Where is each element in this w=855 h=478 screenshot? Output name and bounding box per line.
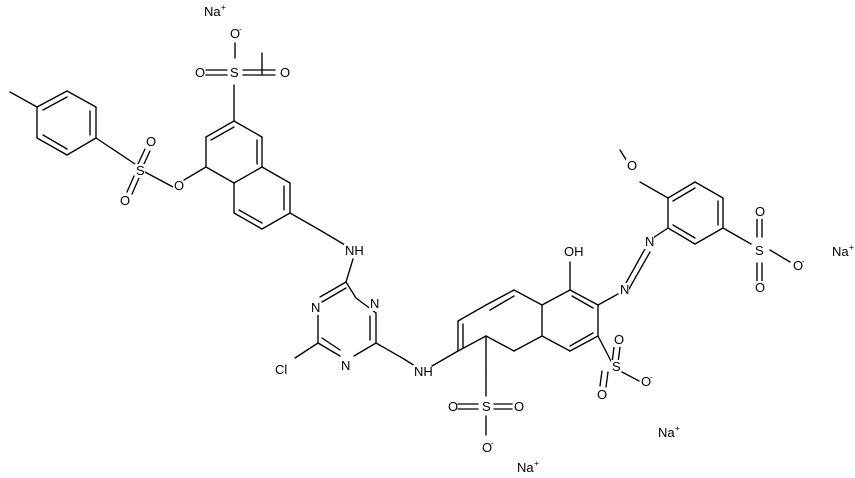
sulfonate-oxygen-6: O [641, 374, 651, 389]
sulfonate-oxygen-11-mask [754, 281, 764, 295]
sodium-ion-4-mask [516, 461, 534, 475]
bonds [9, 42, 791, 436]
tosyl-oxygen-1-mask [145, 135, 155, 149]
sulfonate-oxygen-3: O [280, 65, 290, 80]
sulfonate-oxygen-4-mask [613, 333, 623, 347]
ester-oxygen-mask [173, 179, 183, 193]
sulfonate-sulfur-1-mask [229, 66, 239, 80]
sodium-ion-1: Na [204, 4, 221, 19]
triazine-nitrogen-2-mask [369, 297, 379, 311]
sulfonate-oxygen-12-charge: - [802, 256, 805, 266]
sodium-ion-2: Na [832, 244, 849, 259]
sodium-ion-3: Na [658, 425, 675, 440]
sulfonate-oxygen-2-mask [194, 66, 204, 80]
sulfonate-oxygen-6-charge: - [650, 372, 653, 382]
methoxy-oxygen-mask [626, 159, 636, 173]
sulfonate-oxygen-12-mask [792, 259, 802, 273]
sodium-ion-2-charge: + [849, 242, 854, 252]
sodium-ion-3-charge: + [675, 423, 680, 433]
sulfonate-sulfur-2: S [612, 359, 621, 374]
sulfonate-oxygen-7: O [448, 399, 458, 414]
azo-nitrogen-1: N [620, 282, 629, 297]
azo-nitrogen-1-mask [619, 283, 629, 297]
tosyl-sulfur-mask [135, 164, 145, 178]
chlorine-mask [274, 363, 292, 377]
sulfonate-oxygen-8-mask [513, 400, 523, 414]
triazine-nitrogen-2: N [370, 296, 379, 311]
sulfonate-sulfur-2-mask [611, 360, 621, 374]
hydroxyl: OH [564, 244, 584, 259]
sulfonate-oxygen-12: O [793, 258, 803, 273]
sulfonate-oxygen-5-mask [596, 388, 606, 402]
azo-nitrogen-2-mask [644, 235, 654, 249]
triazine-nitrogen-1-mask [310, 301, 320, 315]
sulfonate-oxygen-4: O [614, 332, 624, 347]
sulfonate-oxygen-1: O [230, 26, 240, 41]
amine-nitrogen-1: NH [345, 243, 364, 258]
tosyl-sulfur: S [136, 163, 145, 178]
tosyl-oxygen-1: O [146, 134, 156, 149]
sulfonate-sulfur-1: S [230, 65, 239, 80]
amine-nitrogen-1-mask [344, 244, 362, 258]
sodium-ion-4-charge: + [534, 458, 539, 468]
sulfonate-oxygen-1-charge: - [239, 24, 242, 34]
sulfonate-sulfur-4-mask [754, 244, 764, 258]
chlorine: Cl [275, 362, 287, 377]
sodium-ion-1-mask [203, 5, 221, 19]
methoxy-oxygen: O [627, 158, 637, 173]
sodium-ion-4: Na [517, 460, 534, 475]
sodium-ion-2-mask [831, 245, 849, 259]
sulfonate-oxygen-7-mask [447, 400, 457, 414]
sulfonate-oxygen-2: O [195, 65, 205, 80]
hydroxyl-mask [563, 245, 581, 259]
azo-nitrogen-2: N [645, 234, 654, 249]
triazine-nitrogen-1: N [311, 300, 320, 315]
sodium-ion-1-charge: + [221, 2, 226, 12]
sulfonate-oxygen-11: O [755, 280, 765, 295]
tosyl-oxygen-2: O [120, 193, 130, 208]
sulfonate-oxygen-5: O [597, 387, 607, 402]
sulfonate-sulfur-3-mask [481, 400, 491, 414]
sulfonate-oxygen-10: O [755, 204, 765, 219]
ester-oxygen: O [174, 178, 184, 193]
sulfonate-sulfur-4: S [755, 243, 764, 258]
sulfonate-oxygen-3-mask [279, 66, 289, 80]
tosyl-oxygen-2-mask [119, 194, 129, 208]
sulfonate-oxygen-10-mask [754, 205, 764, 219]
sulfonate-sulfur-3: S [482, 399, 491, 414]
sulfonate-oxygen-8: O [514, 399, 524, 414]
sulfonate-oxygen-9-mask [481, 441, 491, 455]
triazine-nitrogen-3: N [341, 358, 350, 373]
sulfonate-oxygen-1-mask [229, 27, 239, 41]
sodium-ion-3-mask [657, 426, 675, 440]
amine-nitrogen-2: NH [414, 364, 433, 379]
sulfonate-oxygen-6-mask [640, 375, 650, 389]
sulfonate-oxygen-9-charge: - [491, 438, 494, 448]
sulfonate-oxygen-9: O [482, 440, 492, 455]
amine-nitrogen-2-mask [413, 365, 431, 379]
triazine-nitrogen-3-mask [340, 359, 350, 373]
